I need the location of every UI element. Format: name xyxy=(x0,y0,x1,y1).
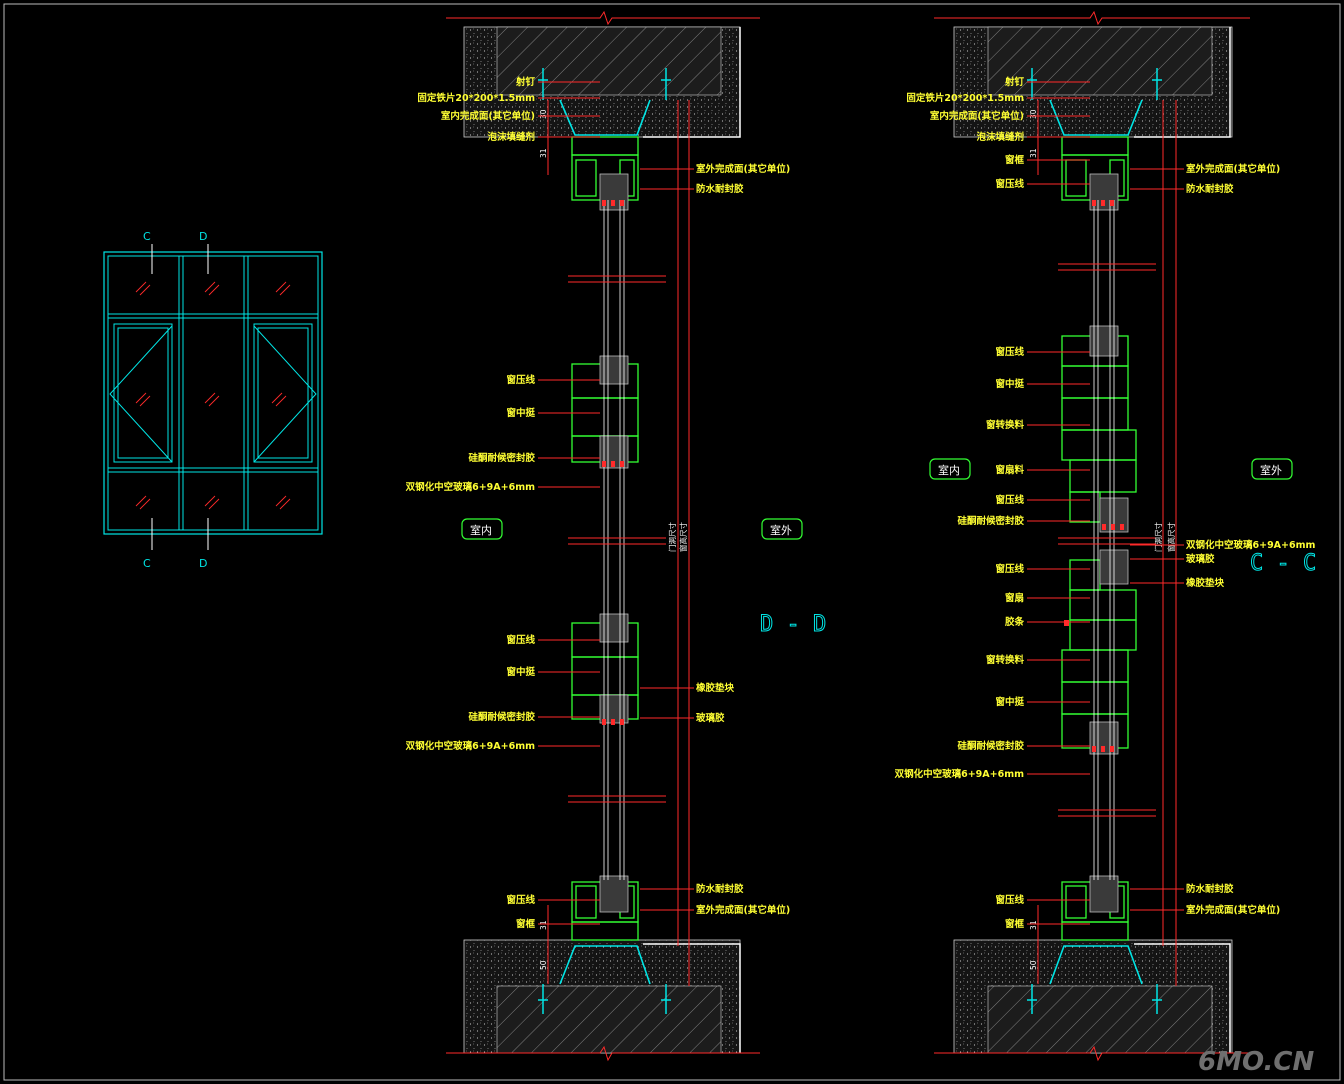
dd-left-labels: 射钉固定铁片20*200*1.5mm室内完成面(其它单位)泡沫填缝剂窗压线窗中挺… xyxy=(405,76,600,930)
dd-left-label: 双钢化中空玻璃6+9A+6mm xyxy=(405,740,536,752)
dd-dim-top-31: 31 xyxy=(539,148,548,158)
dd-right-label: 室外完成面(其它单位) xyxy=(696,904,790,916)
cc-right-label: 室外完成面(其它单位) xyxy=(1186,904,1280,916)
cc-dim-opening: 门洞尺寸 xyxy=(1153,522,1163,552)
cc-left-label: 窗压线 xyxy=(995,346,1024,358)
dd-dim-bottom-50: 50 xyxy=(539,960,548,970)
dd-left-label: 窗中挺 xyxy=(506,407,535,419)
cc-right-label: 防水耐封胶 xyxy=(1186,883,1234,895)
cc-left-label: 双钢化中空玻璃6+9A+6mm xyxy=(894,768,1025,780)
cc-left-label: 窗框 xyxy=(1005,154,1025,166)
cc-right-labels: 室外完成面(其它单位)防水耐封胶双钢化中空玻璃6+9A+6mm玻璃胶橡胶垫块防水… xyxy=(1130,163,1316,916)
cc-left-label: 窗转换料 xyxy=(986,654,1025,666)
dd-indoor-tag: 室内 xyxy=(470,523,492,537)
cc-right-label: 橡胶垫块 xyxy=(1186,577,1225,589)
cc-left-label: 窗扇 xyxy=(1005,592,1024,604)
dd-left-label: 固定铁片20*200*1.5mm xyxy=(417,92,535,104)
dd-right-label: 橡胶垫块 xyxy=(696,682,735,694)
dd-left-label: 双钢化中空玻璃6+9A+6mm xyxy=(405,481,536,493)
cc-left-label: 射钉 xyxy=(1004,76,1025,88)
cc-left-label: 窗转换料 xyxy=(986,419,1025,431)
cc-dim-window: 窗高尺寸 xyxy=(1166,522,1176,552)
cc-right-label: 室外完成面(其它单位) xyxy=(1186,163,1280,175)
dd-left-label: 窗压线 xyxy=(506,894,535,906)
cc-left-label: 胶条 xyxy=(1005,616,1025,628)
section-cc: 门洞尺寸 窗高尺寸 30 31 50 31 室内 室外 C - C 射钉固定铁片… xyxy=(894,10,1317,1062)
elev-cut-tag-top-c: C xyxy=(143,230,151,243)
cc-dim-bottom-50: 50 xyxy=(1029,960,1038,970)
cc-dim-top-30: 30 xyxy=(1029,109,1038,119)
dd-left-label: 窗压线 xyxy=(506,374,535,386)
section-dd: 门洞尺寸 窗高尺寸 30 31 50 31 室内 室外 D - D 射钉固定铁片… xyxy=(405,10,827,1062)
cc-left-label: 窗压线 xyxy=(995,178,1024,190)
dd-dim-top-30: 30 xyxy=(539,109,548,119)
dd-left-label: 窗框 xyxy=(516,918,536,930)
cc-left-label: 室内完成面(其它单位) xyxy=(930,110,1024,122)
cc-left-label: 固定铁片20*200*1.5mm xyxy=(906,92,1024,104)
elev-cut-tag-top-d: D xyxy=(199,230,207,243)
elev-cut-tag-bottom-c: C xyxy=(143,557,151,570)
cc-left-label: 窗框 xyxy=(1005,918,1025,930)
dd-dim-bottom-31: 31 xyxy=(539,920,548,930)
cc-left-label: 窗中挺 xyxy=(995,378,1024,390)
cc-right-label: 防水耐封胶 xyxy=(1186,183,1234,195)
cc-indoor-tag: 室内 xyxy=(938,463,960,477)
cc-left-label: 窗压线 xyxy=(995,894,1024,906)
cc-left-label: 窗压线 xyxy=(995,563,1024,575)
dd-left-label: 射钉 xyxy=(515,76,536,88)
dd-left-label: 窗压线 xyxy=(506,634,535,646)
dd-left-label: 窗中挺 xyxy=(506,666,535,678)
window-elevation: C D C D xyxy=(103,230,323,570)
dd-dim-opening: 门洞尺寸 xyxy=(667,522,677,552)
cc-section-title: C - C xyxy=(1250,551,1316,576)
dd-section-title: D - D xyxy=(760,612,826,637)
cc-outdoor-tag: 室外 xyxy=(1260,463,1282,477)
dd-left-label: 泡沫填缝剂 xyxy=(487,131,535,143)
dd-right-label: 防水耐封胶 xyxy=(696,883,744,895)
cc-left-label: 窗中挺 xyxy=(995,696,1024,708)
dd-left-label: 硅酮耐候密封胶 xyxy=(468,711,535,723)
cc-left-label: 窗扇料 xyxy=(995,464,1024,476)
cc-dim-top-31: 31 xyxy=(1029,148,1038,158)
elev-cut-tag-bottom-d: D xyxy=(199,557,207,570)
watermark: 6MO.CN xyxy=(1198,1047,1314,1077)
dd-right-label: 玻璃胶 xyxy=(696,712,725,724)
cc-dim-bottom-31: 31 xyxy=(1029,920,1038,930)
dd-right-label: 防水耐封胶 xyxy=(696,183,744,195)
dd-right-label: 室外完成面(其它单位) xyxy=(696,163,790,175)
dd-outdoor-tag: 室外 xyxy=(770,523,792,537)
cc-left-label: 硅酮耐候密封胶 xyxy=(957,515,1024,527)
cc-left-label: 窗压线 xyxy=(995,494,1024,506)
cc-left-label: 硅酮耐候密封胶 xyxy=(957,740,1024,752)
dd-left-label: 室内完成面(其它单位) xyxy=(441,110,535,122)
cc-left-labels: 射钉固定铁片20*200*1.5mm室内完成面(其它单位)泡沫填缝剂窗框窗压线窗… xyxy=(894,76,1090,930)
dd-left-label: 硅酮耐候密封胶 xyxy=(468,452,535,464)
cc-right-label: 双钢化中空玻璃6+9A+6mm xyxy=(1185,539,1316,551)
cc-right-label: 玻璃胶 xyxy=(1186,553,1215,565)
cc-left-label: 泡沫填缝剂 xyxy=(976,131,1024,143)
drawing-border xyxy=(3,3,1341,1081)
dd-dim-window: 窗高尺寸 xyxy=(678,522,688,552)
